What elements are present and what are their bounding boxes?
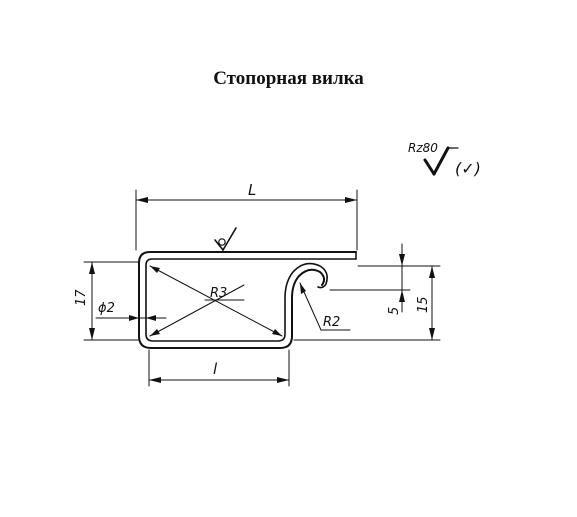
label-R2: R2 [323,315,340,330]
label-l: l [213,360,218,378]
radius-line-r3-a [149,265,283,337]
radius-line-r3-b [149,284,245,337]
label-17: 17 [74,289,89,306]
label-15: 15 [416,296,431,313]
drawing-title: Стопорная вилка [213,68,364,89]
label-R3: R3 [210,286,227,301]
wire-outer-contour [138,251,357,349]
wire-inner-contour [145,258,357,342]
surface-roughness-sign [214,227,237,251]
label-roughness-other: (✓) [455,159,481,178]
label-L: L [248,181,256,199]
label-roughness-value: Rz80 [408,141,438,155]
general-roughness-sign [423,146,459,176]
label-5: 5 [387,307,402,315]
label-diameter: ϕ2 [98,301,115,316]
